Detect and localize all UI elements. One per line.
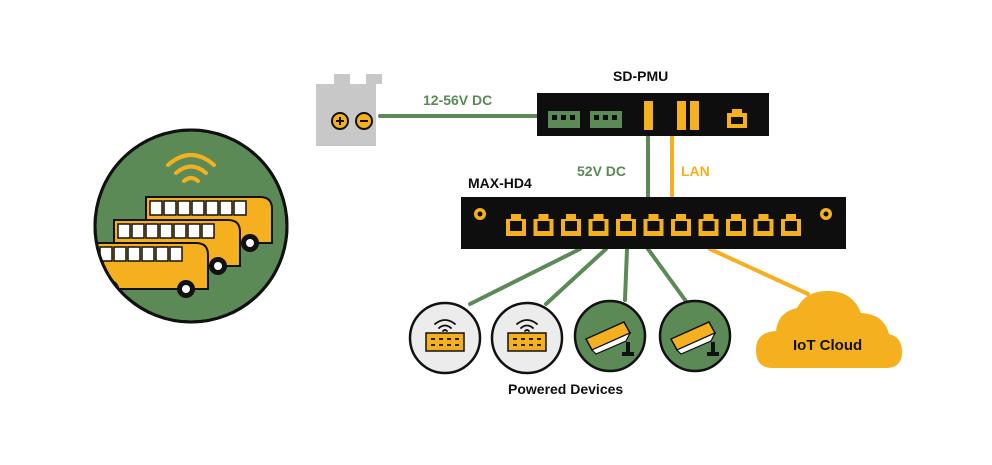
wifi-icon xyxy=(434,319,456,332)
bus-icon xyxy=(96,242,209,298)
rj45-port-icon xyxy=(727,109,747,128)
rj45-port-icon xyxy=(533,214,554,236)
devices-label: Powered Devices xyxy=(508,381,624,397)
rj45-port-icon xyxy=(561,214,581,236)
dc-link-label: 52V DC xyxy=(577,163,627,179)
device-line-4 xyxy=(646,247,690,306)
rj45-port-icon xyxy=(753,214,774,236)
switch-label: MAX-HD4 xyxy=(468,175,532,191)
wifi-icon xyxy=(166,153,216,183)
cloud-icon xyxy=(756,290,902,368)
device-line-2 xyxy=(544,247,608,306)
rj45-port-icon xyxy=(588,214,609,236)
cloud-line xyxy=(708,247,810,296)
pmu-device xyxy=(537,93,769,136)
access-point-icon xyxy=(408,301,482,375)
connections xyxy=(378,114,810,306)
wifi-icon xyxy=(516,319,538,332)
bus-fleet-icon xyxy=(93,128,289,324)
switch-device xyxy=(461,197,846,249)
camera-icon xyxy=(658,299,732,373)
rj45-port-icon xyxy=(671,214,691,236)
power-line-label: 12-56V DC xyxy=(423,92,493,108)
device-line-3 xyxy=(623,247,629,302)
rj45-port-icon xyxy=(506,214,526,236)
switch-ports xyxy=(506,214,801,236)
rj45-port-icon xyxy=(616,214,636,236)
camera-icon xyxy=(573,299,647,373)
lan-link-label: LAN xyxy=(681,163,710,179)
rj45-port-icon xyxy=(643,214,664,236)
battery-icon xyxy=(316,74,382,146)
pmu-label: SD-PMU xyxy=(613,68,669,84)
rj45-port-icon xyxy=(698,214,719,236)
rj45-port-icon xyxy=(726,214,746,236)
device-line-1 xyxy=(468,247,582,306)
rj45-port-icon xyxy=(781,214,801,236)
powered-devices xyxy=(408,299,732,375)
access-point-icon xyxy=(490,301,564,375)
cloud-label: IoT Cloud xyxy=(793,337,863,354)
